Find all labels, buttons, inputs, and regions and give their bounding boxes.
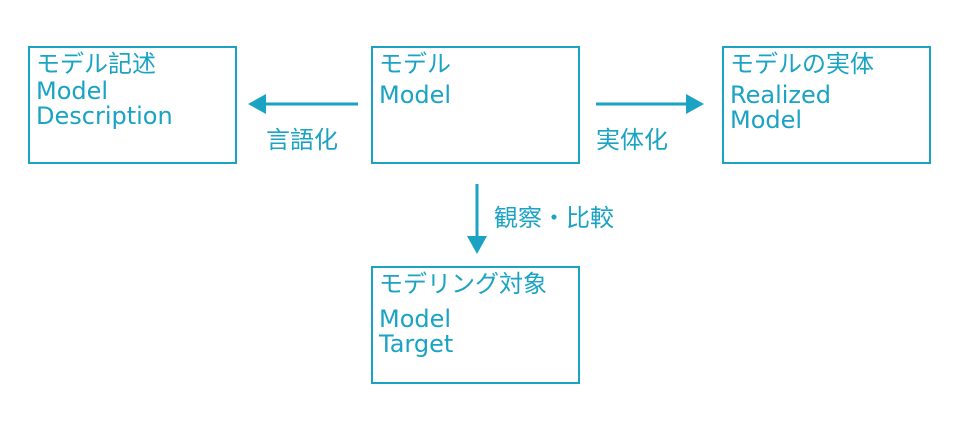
- edge-label-realize: 実体化: [596, 126, 668, 154]
- node-model: モデル Model: [371, 46, 580, 164]
- edge-label-observe: 観察・比較: [494, 204, 614, 232]
- node-target-jp: モデリング対象: [379, 270, 547, 298]
- arrow-verbalize-head: [248, 94, 266, 114]
- node-model-en-1: Model: [379, 81, 452, 110]
- node-target-en-2: Target: [379, 330, 454, 359]
- node-model-description: モデル記述 Model Description: [28, 46, 237, 164]
- node-model-target: モデリング対象 Model Target: [371, 266, 580, 384]
- node-realized-en-1: Realized: [730, 81, 832, 110]
- node-realized-jp: モデルの実体: [730, 50, 874, 78]
- node-target-en-1: Model: [379, 305, 452, 334]
- node-model-jp: モデル: [379, 50, 451, 78]
- node-realized-en-2: Model: [730, 106, 803, 135]
- arrow-observe-head: [467, 236, 487, 254]
- node-description-jp: モデル記述: [36, 50, 156, 78]
- node-realized-model: モデルの実体 Realized Model: [722, 46, 931, 164]
- node-description-en-1: Model: [36, 77, 109, 106]
- edge-label-verbalize: 言語化: [266, 126, 338, 154]
- node-description-en-2: Description: [36, 102, 173, 131]
- arrow-realize-head: [686, 94, 704, 114]
